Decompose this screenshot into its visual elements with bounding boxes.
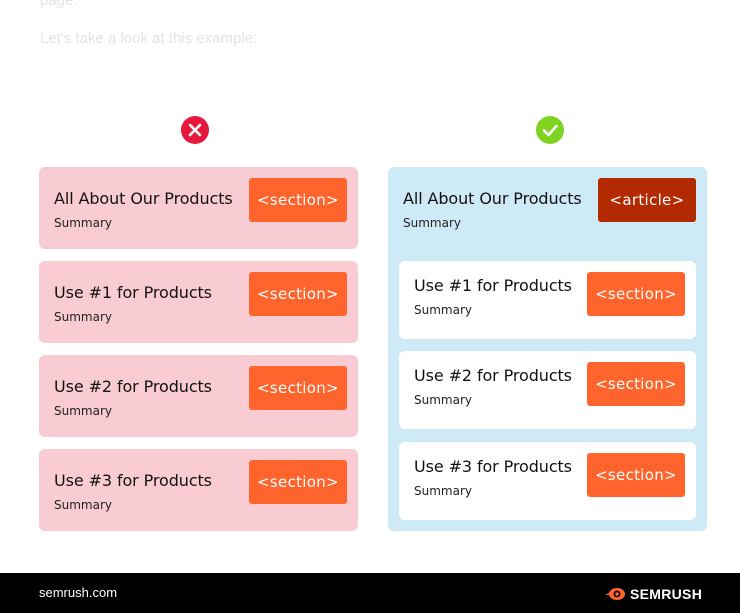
section-card: Use #2 for Products Summary <section> bbox=[399, 351, 696, 429]
footer: semrush.com SEMRUSH bbox=[0, 573, 740, 613]
brand-name: SEMRUSH bbox=[630, 586, 703, 602]
card-title: Use #1 for Products bbox=[414, 276, 572, 295]
wrong-card: All About Our Products Summary <section> bbox=[39, 167, 358, 249]
footer-site-link[interactable]: semrush.com bbox=[39, 585, 118, 600]
section-tag: <section> bbox=[587, 362, 685, 406]
wrong-card: Use #2 for Products Summary <section> bbox=[39, 355, 358, 437]
section-tag: <section> bbox=[249, 366, 347, 410]
card-summary: Summary bbox=[54, 216, 112, 230]
card-title: Use #3 for Products bbox=[414, 457, 572, 476]
intro-fragment: page. bbox=[40, 0, 78, 9]
section-tag: <section> bbox=[249, 272, 347, 316]
card-summary: Summary bbox=[414, 393, 472, 407]
article-tag: <article> bbox=[598, 178, 696, 222]
card-summary: Summary bbox=[54, 404, 112, 418]
card-title: Use #2 for Products bbox=[54, 377, 212, 396]
x-circle-icon bbox=[181, 116, 209, 144]
card-title: Use #3 for Products bbox=[54, 471, 212, 490]
article-title: All About Our Products bbox=[403, 189, 582, 208]
section-tag: <section> bbox=[587, 453, 685, 497]
check-circle-icon bbox=[536, 116, 564, 144]
card-summary: Summary bbox=[414, 303, 472, 317]
section-card: Use #3 for Products Summary <section> bbox=[399, 442, 696, 520]
section-tag: <section> bbox=[587, 272, 685, 316]
card-summary: Summary bbox=[414, 484, 472, 498]
card-title: Use #1 for Products bbox=[54, 283, 212, 302]
section-card: Use #1 for Products Summary <section> bbox=[399, 261, 696, 339]
wrong-card: Use #3 for Products Summary <section> bbox=[39, 449, 358, 531]
article-summary: Summary bbox=[403, 216, 461, 230]
semrush-flame-icon bbox=[605, 588, 625, 600]
card-summary: Summary bbox=[54, 498, 112, 512]
section-tag: <section> bbox=[249, 460, 347, 504]
section-tag: <section> bbox=[249, 178, 347, 222]
card-title: All About Our Products bbox=[54, 189, 233, 208]
intro-text: Let's take a look at this example: bbox=[40, 30, 258, 47]
wrong-card: Use #1 for Products Summary <section> bbox=[39, 261, 358, 343]
brand-logo[interactable]: SEMRUSH bbox=[604, 585, 702, 603]
card-summary: Summary bbox=[54, 310, 112, 324]
card-title: Use #2 for Products bbox=[414, 366, 572, 385]
